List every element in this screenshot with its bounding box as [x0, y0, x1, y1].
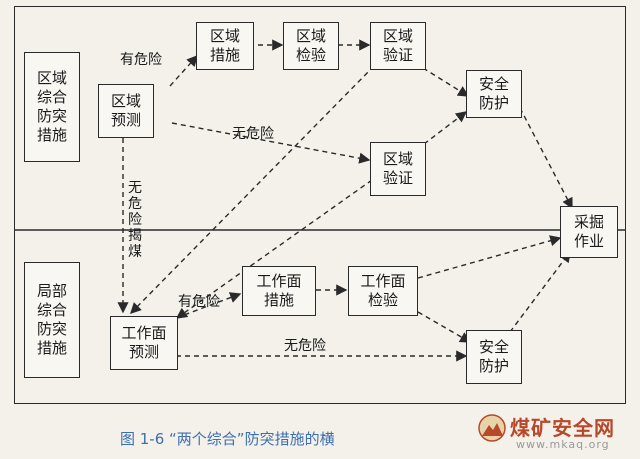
- watermark-url: www.mkaq.org: [516, 438, 610, 451]
- label-no-danger-bottom: 无危险: [284, 338, 326, 354]
- label-danger-top: 有危险: [120, 52, 162, 68]
- arrow-verify-top-to-face: [130, 65, 375, 314]
- arrow-safety-to-mining: [519, 107, 573, 210]
- region-verify-mid-box: 区域 验证: [370, 142, 426, 196]
- arrow-safety-bottom-to-mining: [509, 250, 571, 333]
- region-predict-box: 区域 预测: [98, 84, 154, 138]
- local-comprehensive-measures-box: 局部 综合 防突 措施: [24, 262, 80, 378]
- safety-protection-top-box: 安全 防护: [466, 70, 522, 118]
- arrow-verify-mid-to-safety: [423, 111, 468, 145]
- face-predict-box: 工作面 预测: [110, 316, 178, 370]
- label-no-danger-vertical: 无 危 险 揭 煤: [128, 180, 142, 260]
- mining-operation-box: 采掘 作业: [560, 206, 618, 258]
- region-comprehensive-measures-box: 区域 综合 防突 措施: [24, 52, 80, 162]
- mountain-logo-icon: [478, 414, 506, 442]
- face-check-box: 工作面 检验: [348, 266, 418, 316]
- arrow-verify-mid-to-face: [175, 179, 373, 319]
- arrow-predict-to-verify-mid: [171, 122, 371, 164]
- arrow-verify-to-safety: [422, 67, 470, 97]
- face-action-box: 工作面 措施: [242, 266, 316, 316]
- region-check-box: 区域 检验: [283, 22, 339, 70]
- region-action-box: 区域 措施: [196, 22, 254, 70]
- label-danger-bottom: 有危险: [178, 294, 220, 310]
- arrow-face-check-to-safety: [417, 311, 472, 343]
- diagram-frame: [14, 6, 626, 404]
- label-no-danger-mid: 无危险: [232, 126, 274, 142]
- safety-protection-bottom-box: 安全 防护: [466, 330, 522, 384]
- figure-caption: 图 1-6 “两个综合”防突措施的横: [120, 430, 335, 448]
- arrow-face-predict-to-action: [175, 292, 242, 319]
- region-verify-top-box: 区域 验证: [370, 22, 426, 70]
- arrow-face-check-to-mining: [417, 235, 562, 279]
- watermark-text: 煤矿安全网: [510, 416, 615, 440]
- arrow-predict-to-action: [169, 54, 198, 87]
